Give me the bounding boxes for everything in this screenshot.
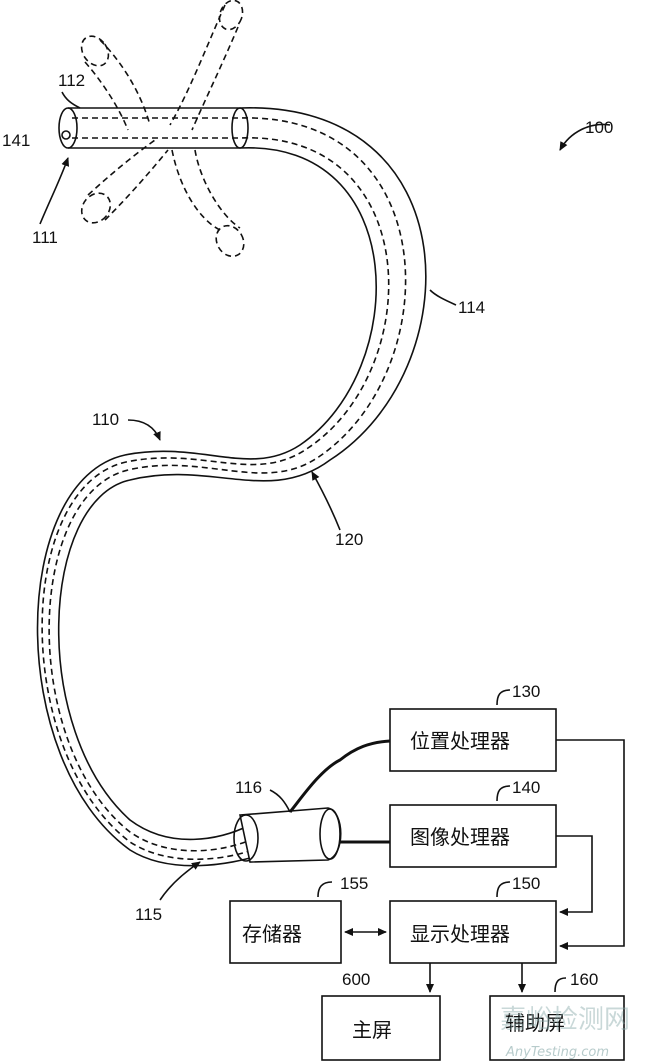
ref-labels: 100 112 141 111 114 110 120 116 115 xyxy=(2,71,613,924)
ref-114: 114 xyxy=(458,298,485,317)
display-processor-box xyxy=(389,900,557,964)
block-diagram: 位置处理器 130 图像处理器 140 显示处理器 150 存储器 155 主屏… xyxy=(229,682,625,1061)
position-processor-label: 位置处理器 xyxy=(410,729,510,753)
alternate-tip-positions xyxy=(80,0,245,258)
main-screen-label: 主屏 xyxy=(352,1018,392,1042)
ref-110: 110 xyxy=(92,410,119,429)
memory-box xyxy=(229,900,342,964)
position-processor-box xyxy=(389,708,557,772)
ref-160: 160 xyxy=(570,970,598,989)
aux-screen-box xyxy=(489,995,625,1061)
ref-111: 111 xyxy=(32,228,58,247)
main-screen-box xyxy=(321,995,441,1061)
arrow-position-to-display xyxy=(556,739,625,950)
leader-111 xyxy=(39,157,70,225)
ref-155: 155 xyxy=(340,874,368,893)
ref-141: 141 xyxy=(2,131,30,150)
image-processor-label: 图像处理器 xyxy=(410,825,510,849)
ref-130: 130 xyxy=(512,682,540,701)
ref-120: 120 xyxy=(335,530,363,549)
catheter-handle xyxy=(233,807,342,863)
watermark-sub: AnyTesting.com xyxy=(505,1045,609,1060)
aux-screen-label: 辅助屏 xyxy=(505,1011,565,1035)
leader-110 xyxy=(127,419,161,441)
watermark: 嘉峪检测网 AnyTesting.com xyxy=(500,1005,630,1060)
leader-116 xyxy=(269,789,291,813)
ref-150: 150 xyxy=(512,874,540,893)
ref-112: 112 xyxy=(58,71,85,90)
leader-114 xyxy=(429,289,457,306)
ref-116: 116 xyxy=(235,778,262,797)
ref-115: 115 xyxy=(135,905,162,924)
watermark-main: 嘉峪检测网 xyxy=(500,1005,630,1035)
leader-100 xyxy=(559,123,611,151)
image-processor-box xyxy=(389,804,557,868)
arrow-image-to-display xyxy=(556,835,593,916)
memory-label: 存储器 xyxy=(242,922,302,946)
leader-115 xyxy=(159,861,201,901)
leader-112 xyxy=(61,91,81,109)
display-processor-label: 显示处理器 xyxy=(410,922,510,946)
leader-120 xyxy=(311,471,341,531)
ref-600: 600 xyxy=(342,970,370,989)
cable-to-position-processor xyxy=(288,739,391,813)
catheter xyxy=(36,107,427,867)
ref-140: 140 xyxy=(512,778,540,797)
ref-100: 100 xyxy=(585,118,613,137)
